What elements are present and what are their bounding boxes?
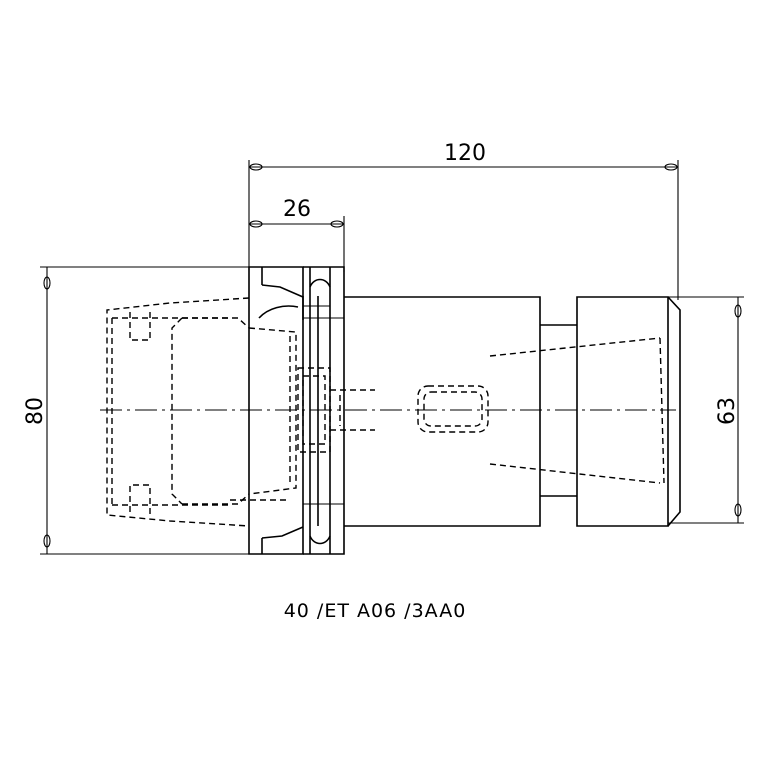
part-number-caption: 40 /ET A06 /3AA0 <box>284 600 467 622</box>
dimension-label-26: 26 <box>283 197 311 222</box>
flange <box>248 266 345 555</box>
clamping-nut <box>576 296 681 527</box>
dimension-label-63: 63 <box>715 397 740 425</box>
dimension-overall-length: 120 <box>248 141 679 300</box>
collet-bore <box>489 337 665 484</box>
taper-shank <box>106 297 297 527</box>
dimension-flange-length: 26 <box>249 197 345 272</box>
dimension-label-120: 120 <box>444 141 486 166</box>
dimension-label-80: 80 <box>23 397 48 425</box>
drive-key-area <box>297 367 375 453</box>
dimension-nose-diameter: 63 <box>668 296 744 524</box>
body <box>344 296 577 527</box>
dimension-flange-diameter: 80 <box>23 266 249 555</box>
